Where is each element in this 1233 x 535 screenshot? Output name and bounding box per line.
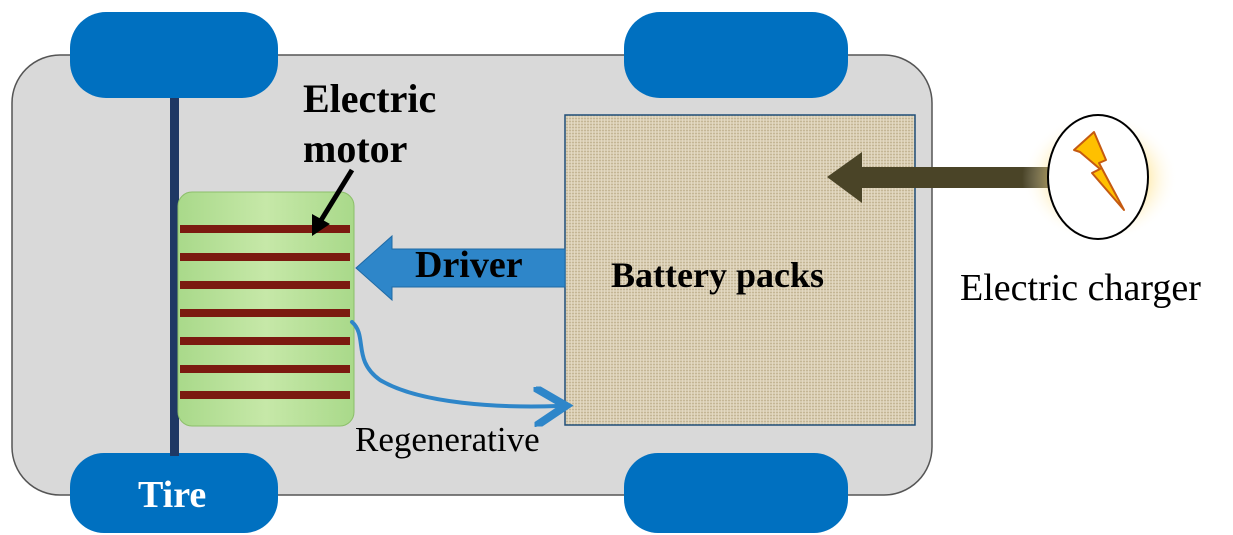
tire-label: Tire — [138, 474, 206, 516]
regenerative-arrow — [350, 320, 558, 406]
motor-coil — [180, 391, 350, 399]
lightning-bolt-icon — [1073, 131, 1125, 211]
electric-charger — [1022, 114, 1178, 242]
motor-coil — [180, 281, 350, 289]
charging-arrow — [827, 152, 1048, 203]
electric-motor-label-line1: Electric — [303, 76, 436, 121]
tire-front-left — [70, 12, 278, 98]
tire-rear-right — [624, 453, 848, 533]
driver-label: Driver — [415, 244, 523, 286]
motor-coil — [180, 365, 350, 373]
driver-arrow — [355, 234, 566, 302]
tire-rear-left — [70, 453, 278, 533]
battery-packs-block — [564, 114, 916, 426]
electric-charger-label: Electric charger — [960, 267, 1201, 309]
motor-coil — [180, 225, 350, 233]
motor-coil — [180, 253, 350, 261]
electric-motor — [177, 191, 355, 427]
tire-front-right — [624, 12, 848, 98]
axle — [170, 98, 179, 456]
electric-motor-label-line2: motor — [303, 126, 407, 171]
motor-coil — [180, 309, 350, 317]
regenerative-label: Regenerative — [355, 420, 540, 459]
motor-coil — [180, 337, 350, 345]
motor-pointer-arrow — [312, 168, 355, 236]
battery-packs-label: Battery packs — [611, 255, 824, 295]
